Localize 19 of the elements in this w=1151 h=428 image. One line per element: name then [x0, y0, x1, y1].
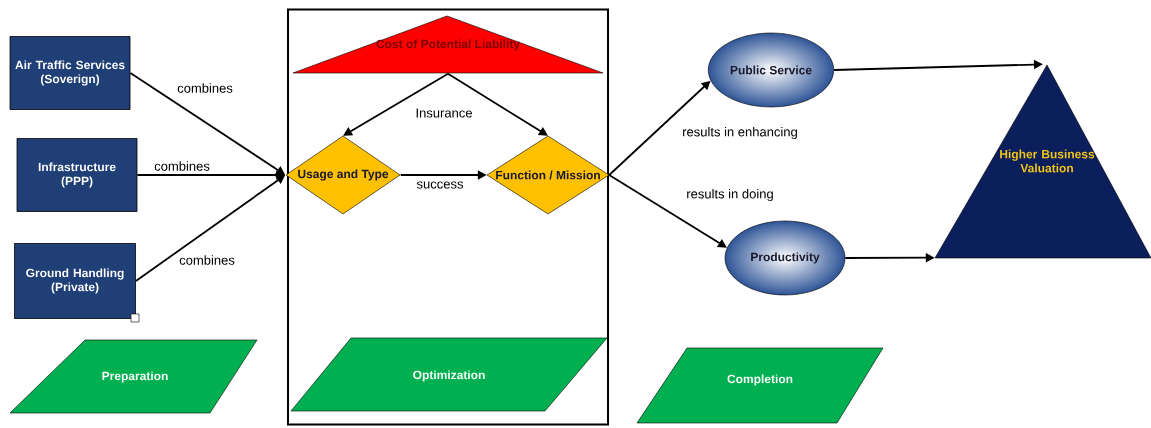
edge-label: combines [176, 82, 234, 94]
service-box: Ground Handling (Private) [14, 243, 140, 323]
frame-box [287, 8, 609, 426]
edge-label: results in enhancing [681, 125, 799, 141]
service-box: Infrastructure (PPP) [16, 138, 138, 212]
service-box: Air Traffic Services (Soverign) [9, 36, 131, 110]
arrow [447, 72, 548, 136]
edge-label: success [415, 180, 465, 190]
edge-label: results in doing [685, 187, 775, 203]
edge-label: Insurance [414, 107, 474, 119]
liability-triangle: Cost of Potential Liability [292, 15, 604, 74]
stage-parallelogram: Completion [636, 347, 884, 424]
valuation-triangle: Higher Business Valuation [934, 64, 1151, 259]
stage-parallelogram: Preparation [9, 339, 258, 414]
edge-label: combines [178, 254, 236, 266]
arrow [608, 174, 727, 248]
stage-parallelogram: Optimization [290, 337, 608, 412]
edge-label: combines [153, 160, 211, 172]
arrow [343, 72, 449, 136]
